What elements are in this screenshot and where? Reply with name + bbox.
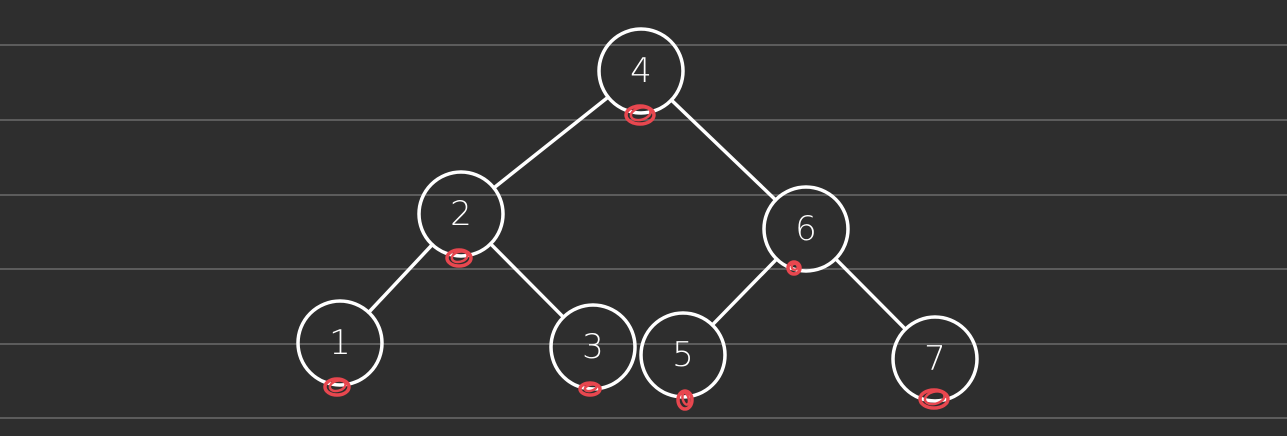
ruled-lines <box>0 44 1287 419</box>
node-label: 3 <box>582 327 604 367</box>
tree-edge-n4-n2 <box>492 95 610 190</box>
red-scribble-inner <box>790 262 799 272</box>
annotation-marks <box>323 104 950 411</box>
red-scribble <box>918 388 950 410</box>
node-label: 4 <box>630 51 652 91</box>
red-scribble-inner <box>681 391 691 406</box>
red-scribble <box>578 381 602 397</box>
node-circle <box>891 315 979 403</box>
node-label: 5 <box>672 335 694 375</box>
red-scribble-inner <box>629 106 652 122</box>
red-scribble <box>676 389 694 411</box>
red-mark-n7 <box>918 388 950 410</box>
node-circle <box>597 27 685 115</box>
tree-node-2: 2 <box>417 170 505 258</box>
red-mark-n2 <box>445 248 473 268</box>
tree-node-5: 5 <box>639 311 727 399</box>
tree-node-6: 6 <box>762 185 850 273</box>
tree-edge-n4-n6 <box>669 98 778 202</box>
tree-node-1: 1 <box>296 299 384 387</box>
tree-edge-n2-n1 <box>366 242 435 315</box>
tree-edge-n2-n3 <box>488 242 566 319</box>
red-scribble <box>786 260 802 276</box>
node-label: 6 <box>795 209 817 249</box>
node-circle <box>417 170 505 258</box>
tree-edge-n6-n7 <box>833 257 908 331</box>
red-scribble <box>445 248 473 268</box>
red-mark-n1 <box>323 377 351 397</box>
tree-node-3: 3 <box>549 303 637 391</box>
red-scribble <box>624 104 656 126</box>
red-scribble-inner <box>923 390 946 406</box>
red-scribble-inner <box>583 383 598 393</box>
red-mark-n4 <box>624 104 656 126</box>
tree-node-7: 7 <box>891 315 979 403</box>
tree-edges <box>366 95 908 331</box>
tree-nodes: 4 2 6 1 3 5 7 <box>296 27 979 403</box>
red-scribble-inner <box>450 250 469 264</box>
red-scribble <box>323 377 351 397</box>
tree-edge-n6-n5 <box>710 257 779 327</box>
red-mark-n3 <box>578 381 602 397</box>
node-label: 2 <box>450 194 472 234</box>
node-circle <box>762 185 850 273</box>
red-scribble-inner <box>328 379 347 393</box>
node-label: 1 <box>329 323 351 363</box>
node-label: 7 <box>924 339 946 379</box>
tree-node-4: 4 <box>597 27 685 115</box>
node-circle <box>296 299 384 387</box>
red-mark-n6 <box>786 260 802 276</box>
red-mark-n5 <box>676 389 694 411</box>
